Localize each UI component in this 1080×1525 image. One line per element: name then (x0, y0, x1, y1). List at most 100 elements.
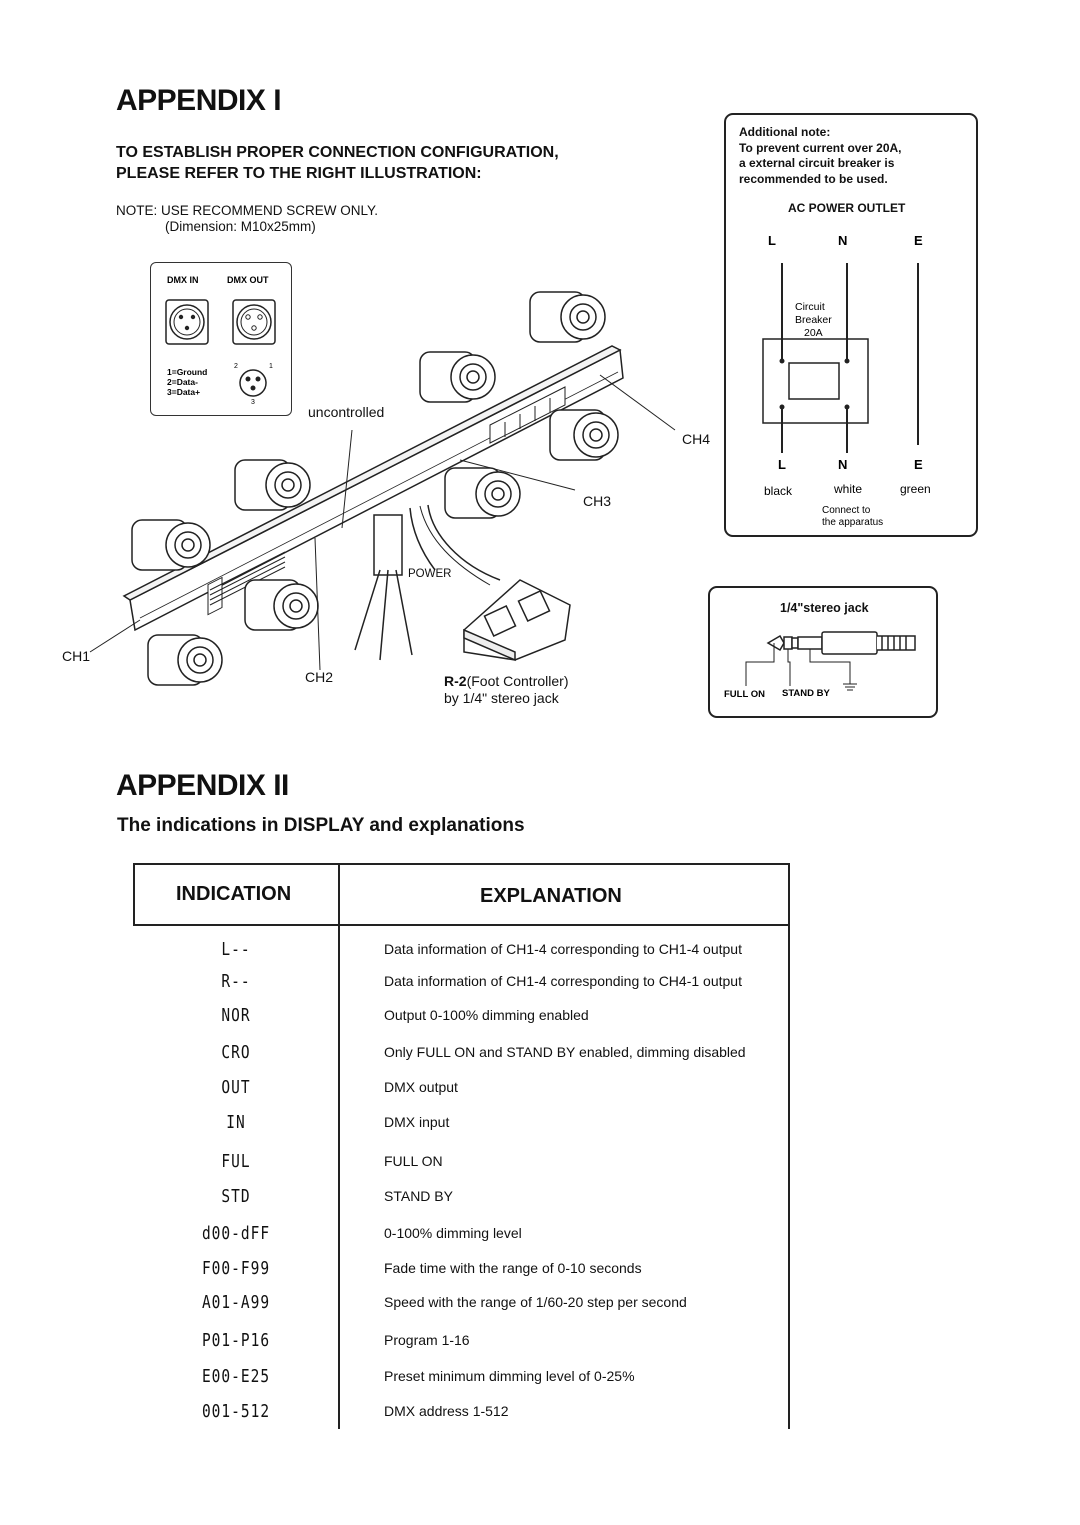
table-row: NOR Output 0-100% dimming enabled (133, 1006, 789, 1031)
explanation-text: Data information of CH1-4 corresponding … (384, 941, 742, 957)
indication-code: d00-dFF (201, 1224, 271, 1244)
terminal-l-top: L (768, 233, 776, 248)
explanation-text: Fade time with the range of 0-10 seconds (384, 1260, 642, 1276)
par-can-ch2-upper (234, 459, 311, 511)
par-can-ch3-lower (444, 467, 521, 519)
dmx-connector-panel: DMX IN DMX OUT 1=Ground 2=Data- 3=Data+ … (150, 262, 292, 416)
terminal-e-bottom: E (914, 457, 923, 472)
pin-1-label: 1=Ground (167, 367, 207, 377)
ch2-label: CH2 (305, 669, 334, 685)
channel-switch-panel (489, 386, 566, 444)
indication-code: F00-F99 (201, 1259, 271, 1279)
par-can-ch1-upper (131, 519, 211, 571)
light-bar-illustration (89, 291, 676, 686)
stereo-jack-title: 1/4"stereo jack (780, 601, 869, 615)
indication-table: INDICATION EXPLANATION L-- Data informati… (133, 863, 790, 1525)
table-row: IN DMX input (133, 1113, 789, 1138)
indication-code: L-- (221, 940, 251, 960)
terminal-n-top: N (838, 233, 847, 248)
ch1-label: CH1 (62, 648, 91, 664)
header-explanation: EXPLANATION (480, 885, 622, 907)
indication-code: CRO (221, 1043, 251, 1063)
table-row: STD STAND BY (133, 1187, 789, 1212)
explanation-text: FULL ON (384, 1153, 443, 1169)
explanation-text: Preset minimum dimming level of 0-25% (384, 1368, 635, 1384)
jack-plug-icon (766, 631, 916, 655)
pin-number-1: 1 (269, 363, 273, 370)
pin-2-label: 2=Data- (167, 377, 198, 387)
ch3-label: CH3 (583, 493, 612, 509)
controller-connection: by 1/4" stereo jack (444, 690, 559, 706)
table-row: L-- Data information of CH1-4 correspondi… (133, 940, 789, 965)
connect-label-2: the apparatus (822, 517, 883, 528)
indication-code: A01-A99 (201, 1293, 271, 1313)
dmx-in-connector-icon (165, 299, 209, 345)
explanation-text: Data information of CH1-4 corresponding … (384, 973, 742, 989)
pin-number-2: 2 (234, 363, 238, 370)
additional-note-line-2: a external circuit breaker is (739, 156, 895, 170)
appendix-2-title: APPENDIX II (116, 769, 289, 802)
pinout-connector-icon (239, 369, 267, 397)
explanation-text: Program 1-16 (384, 1332, 470, 1348)
additional-note-line-1: To prevent current over 20A, (739, 140, 902, 155)
indication-code: OUT (221, 1078, 251, 1098)
indication-code: R-- (221, 972, 251, 992)
breaker-label-3: 20A (804, 327, 823, 339)
table-row: R-- Data information of CH1-4 correspondi… (133, 972, 789, 997)
explanation-text: DMX input (384, 1114, 450, 1130)
wire-black-label: black (764, 484, 793, 498)
circuit-breaker-diagram: L N E Circuit Breaker 20A L N E black wh… (762, 233, 931, 528)
pin-number-3: 3 (251, 399, 255, 406)
appendix-1-title: APPENDIX I (116, 84, 282, 117)
ch2-leader (314, 537, 321, 671)
controller-description: (Foot Controller) (466, 673, 569, 689)
explanation-text: STAND BY (384, 1188, 453, 1204)
par-can-ch4-lower (549, 409, 619, 461)
additional-note: Additional note: To prevent current over… (739, 125, 902, 187)
dmx-out-label: DMX OUT (227, 275, 269, 285)
ac-power-box: Additional note: To prevent current over… (724, 113, 978, 537)
dmx-in-label: DMX IN (167, 275, 199, 285)
screw-note-line-1: NOTE: USE RECOMMEND SCREW ONLY. (116, 203, 379, 218)
indication-code: FUL (221, 1152, 251, 1172)
explanation-text: Output 0-100% dimming enabled (384, 1007, 589, 1023)
power-label: POWER (408, 568, 452, 580)
additional-note-line-3: recommended to be used. (739, 171, 888, 186)
stereo-jack-box: 1/4"stereo jack FULL ON STAND BY (708, 586, 938, 718)
pin-3-label: 3=Data+ (167, 387, 200, 397)
dmx-out-connector-icon (232, 299, 276, 345)
foot-controller-caption: R-2(Foot Controller) by 1/4" stereo jack (444, 673, 568, 707)
indication-code: 001-512 (201, 1402, 271, 1422)
par-can-ch2-lower (244, 579, 319, 631)
indication-code: IN (226, 1113, 246, 1133)
breaker-label-2: Breaker (795, 314, 832, 326)
additional-note-title: Additional note: (739, 125, 831, 139)
ch1-leader (89, 619, 141, 653)
instruction-line-2: PLEASE REFER TO THE RIGHT ILLUSTRATION: (116, 165, 482, 182)
terminal-l-bottom: L (778, 457, 786, 472)
indication-code: NOR (221, 1006, 251, 1026)
instruction-text: TO ESTABLISH PROPER CONNECTION CONFIGURA… (116, 142, 559, 184)
screw-note-line-2: (Dimension: M10x25mm) (165, 219, 316, 234)
header-indication: INDICATION (176, 883, 292, 905)
jack-stand-by-label: STAND BY (782, 688, 831, 699)
ch4-label: CH4 (682, 431, 711, 447)
indication-code: STD (221, 1187, 251, 1207)
power-cable (409, 504, 501, 586)
controller-model: R-2 (444, 673, 467, 689)
par-can-ch4-upper (529, 291, 606, 343)
instruction-line-1: TO ESTABLISH PROPER CONNECTION CONFIGURA… (116, 144, 559, 161)
foot-controller-icon (463, 579, 571, 662)
par-can-ch1-lower (147, 634, 223, 686)
uncontrolled-leader (341, 429, 353, 529)
indication-code: P01-P16 (201, 1331, 271, 1351)
wire-white-label: white (833, 482, 862, 496)
explanation-text: DMX address 1-512 (384, 1403, 509, 1419)
dmx-connector-drawing: DMX IN DMX OUT 1=Ground 2=Data- 3=Data+ … (165, 275, 276, 406)
stereo-jack-diagram: FULL ON STAND BY (724, 631, 916, 700)
